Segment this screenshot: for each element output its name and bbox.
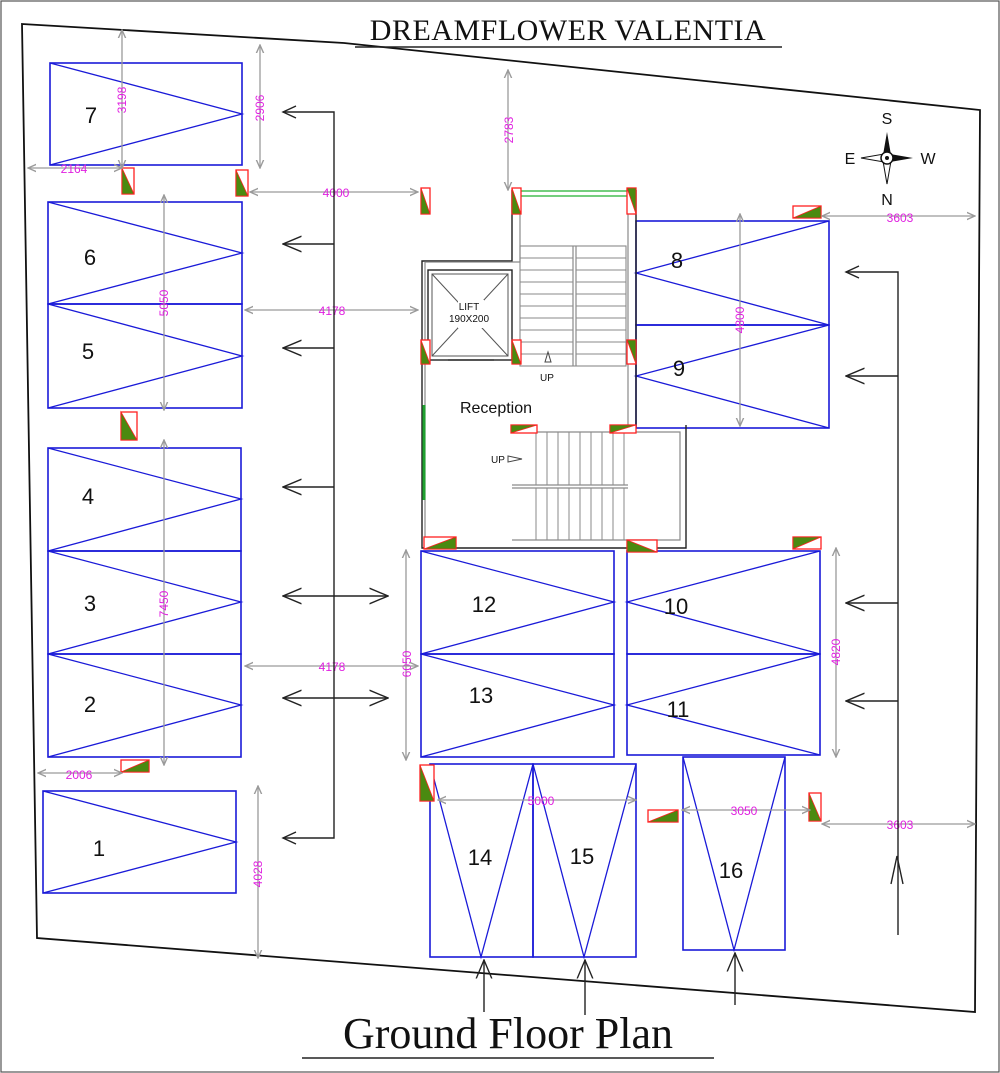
- parking-slot-15: 15: [532, 763, 637, 960]
- dim-4800: 4800: [733, 306, 747, 333]
- compass-north: N: [881, 192, 893, 209]
- parking-slot-13: 13: [420, 653, 617, 758]
- slot-number: 3: [84, 591, 96, 616]
- dim-3198: 3198: [115, 86, 129, 113]
- column: [626, 187, 637, 215]
- slot-number: 10: [664, 594, 688, 619]
- dim-4178-mid: 4178: [319, 660, 346, 674]
- structural-columns: [120, 167, 822, 823]
- dim-5050: 5050: [157, 289, 171, 316]
- column: [121, 167, 135, 195]
- parking-slot-16: 16: [682, 756, 786, 953]
- stair-up-label: UP: [540, 373, 554, 384]
- column: [626, 539, 658, 553]
- dim-2164: 2164: [61, 162, 88, 176]
- column: [419, 764, 435, 802]
- parking-slot-14: 14: [429, 763, 534, 960]
- lower-staircase: UP: [491, 431, 681, 541]
- dim-4028: 4028: [251, 860, 265, 887]
- column: [792, 536, 822, 550]
- slot-number: 5: [82, 339, 94, 364]
- lift-shaft: LIFT 190X200: [427, 269, 513, 361]
- parking-slot-7: 7: [49, 62, 245, 166]
- column: [609, 424, 637, 434]
- compass-east: E: [845, 151, 856, 168]
- slot-number: 13: [469, 683, 493, 708]
- column: [808, 792, 822, 822]
- upper-staircase: UP: [519, 245, 627, 384]
- slot-number: 15: [570, 844, 594, 869]
- column: [423, 536, 457, 550]
- parking-slot-11: 11: [624, 653, 821, 756]
- column: [647, 809, 679, 823]
- parking-slot-6: 6: [47, 201, 245, 305]
- slot-number: 16: [719, 858, 743, 883]
- parking-slot-9: 9: [633, 324, 830, 429]
- slot-number: 11: [667, 697, 690, 722]
- plot-boundary: [21, 23, 981, 1013]
- dim-4820: 4820: [829, 638, 843, 665]
- column: [626, 339, 637, 365]
- column: [235, 169, 249, 197]
- slot-number: 8: [671, 248, 683, 273]
- dim-2906: 2906: [253, 94, 267, 121]
- stair-up-label: UP: [491, 455, 505, 466]
- parking-slot-3: 3: [47, 550, 244, 655]
- column: [420, 187, 431, 215]
- slot-number: 7: [85, 103, 97, 128]
- slot-number: 2: [84, 692, 96, 717]
- dim-3050: 3050: [731, 804, 758, 818]
- parking-slot-12: 12: [420, 550, 617, 655]
- lift-size: 190X200: [449, 314, 489, 325]
- dim-5000: 5000: [528, 794, 555, 808]
- column: [420, 339, 431, 365]
- slot-number: 4: [82, 484, 94, 509]
- slot-number: 12: [472, 592, 496, 617]
- slot-number: 6: [84, 245, 96, 270]
- dimension-lines: 3198 2906 2164 2783 4000 3603 5050 4178 …: [28, 30, 975, 958]
- dim-2783: 2783: [502, 116, 516, 143]
- traffic-flow-arrows: [281, 105, 904, 1015]
- dim-2006: 2006: [66, 768, 93, 782]
- column: [510, 424, 538, 434]
- column: [120, 410, 138, 441]
- plan-title: Ground Floor Plan: [343, 1009, 673, 1058]
- core-block: LIFT 190X200 UP UP Reception: [421, 190, 687, 549]
- dim-4178-top: 4178: [319, 304, 346, 318]
- parking-slot-4: 4: [47, 447, 244, 552]
- parking-slot-2: 2: [47, 653, 244, 758]
- slot-number: 9: [673, 356, 685, 381]
- parking-slot-1: 1: [42, 790, 239, 894]
- compass-rose-icon: S N E W: [845, 111, 937, 209]
- lift-label: LIFT: [459, 302, 480, 313]
- dim-3603-bottom: 3603: [887, 818, 914, 832]
- column: [511, 187, 522, 215]
- building-title: DREAMFLOWER VALENTIA: [370, 14, 766, 47]
- dim-3603-top: 3603: [887, 211, 914, 225]
- column: [792, 205, 822, 219]
- slot-number: 14: [468, 845, 492, 870]
- parking-slot-10: 10: [624, 550, 821, 655]
- column: [511, 339, 522, 365]
- reception-label: Reception: [460, 400, 532, 417]
- slot-number: 1: [93, 836, 105, 861]
- dim-6050: 6050: [400, 650, 414, 677]
- column: [120, 759, 150, 773]
- compass-west: W: [920, 151, 936, 168]
- dim-7450: 7450: [157, 590, 171, 617]
- parking-slot-5: 5: [47, 303, 245, 409]
- compass-south: S: [882, 111, 893, 128]
- dim-4000: 4000: [323, 186, 350, 200]
